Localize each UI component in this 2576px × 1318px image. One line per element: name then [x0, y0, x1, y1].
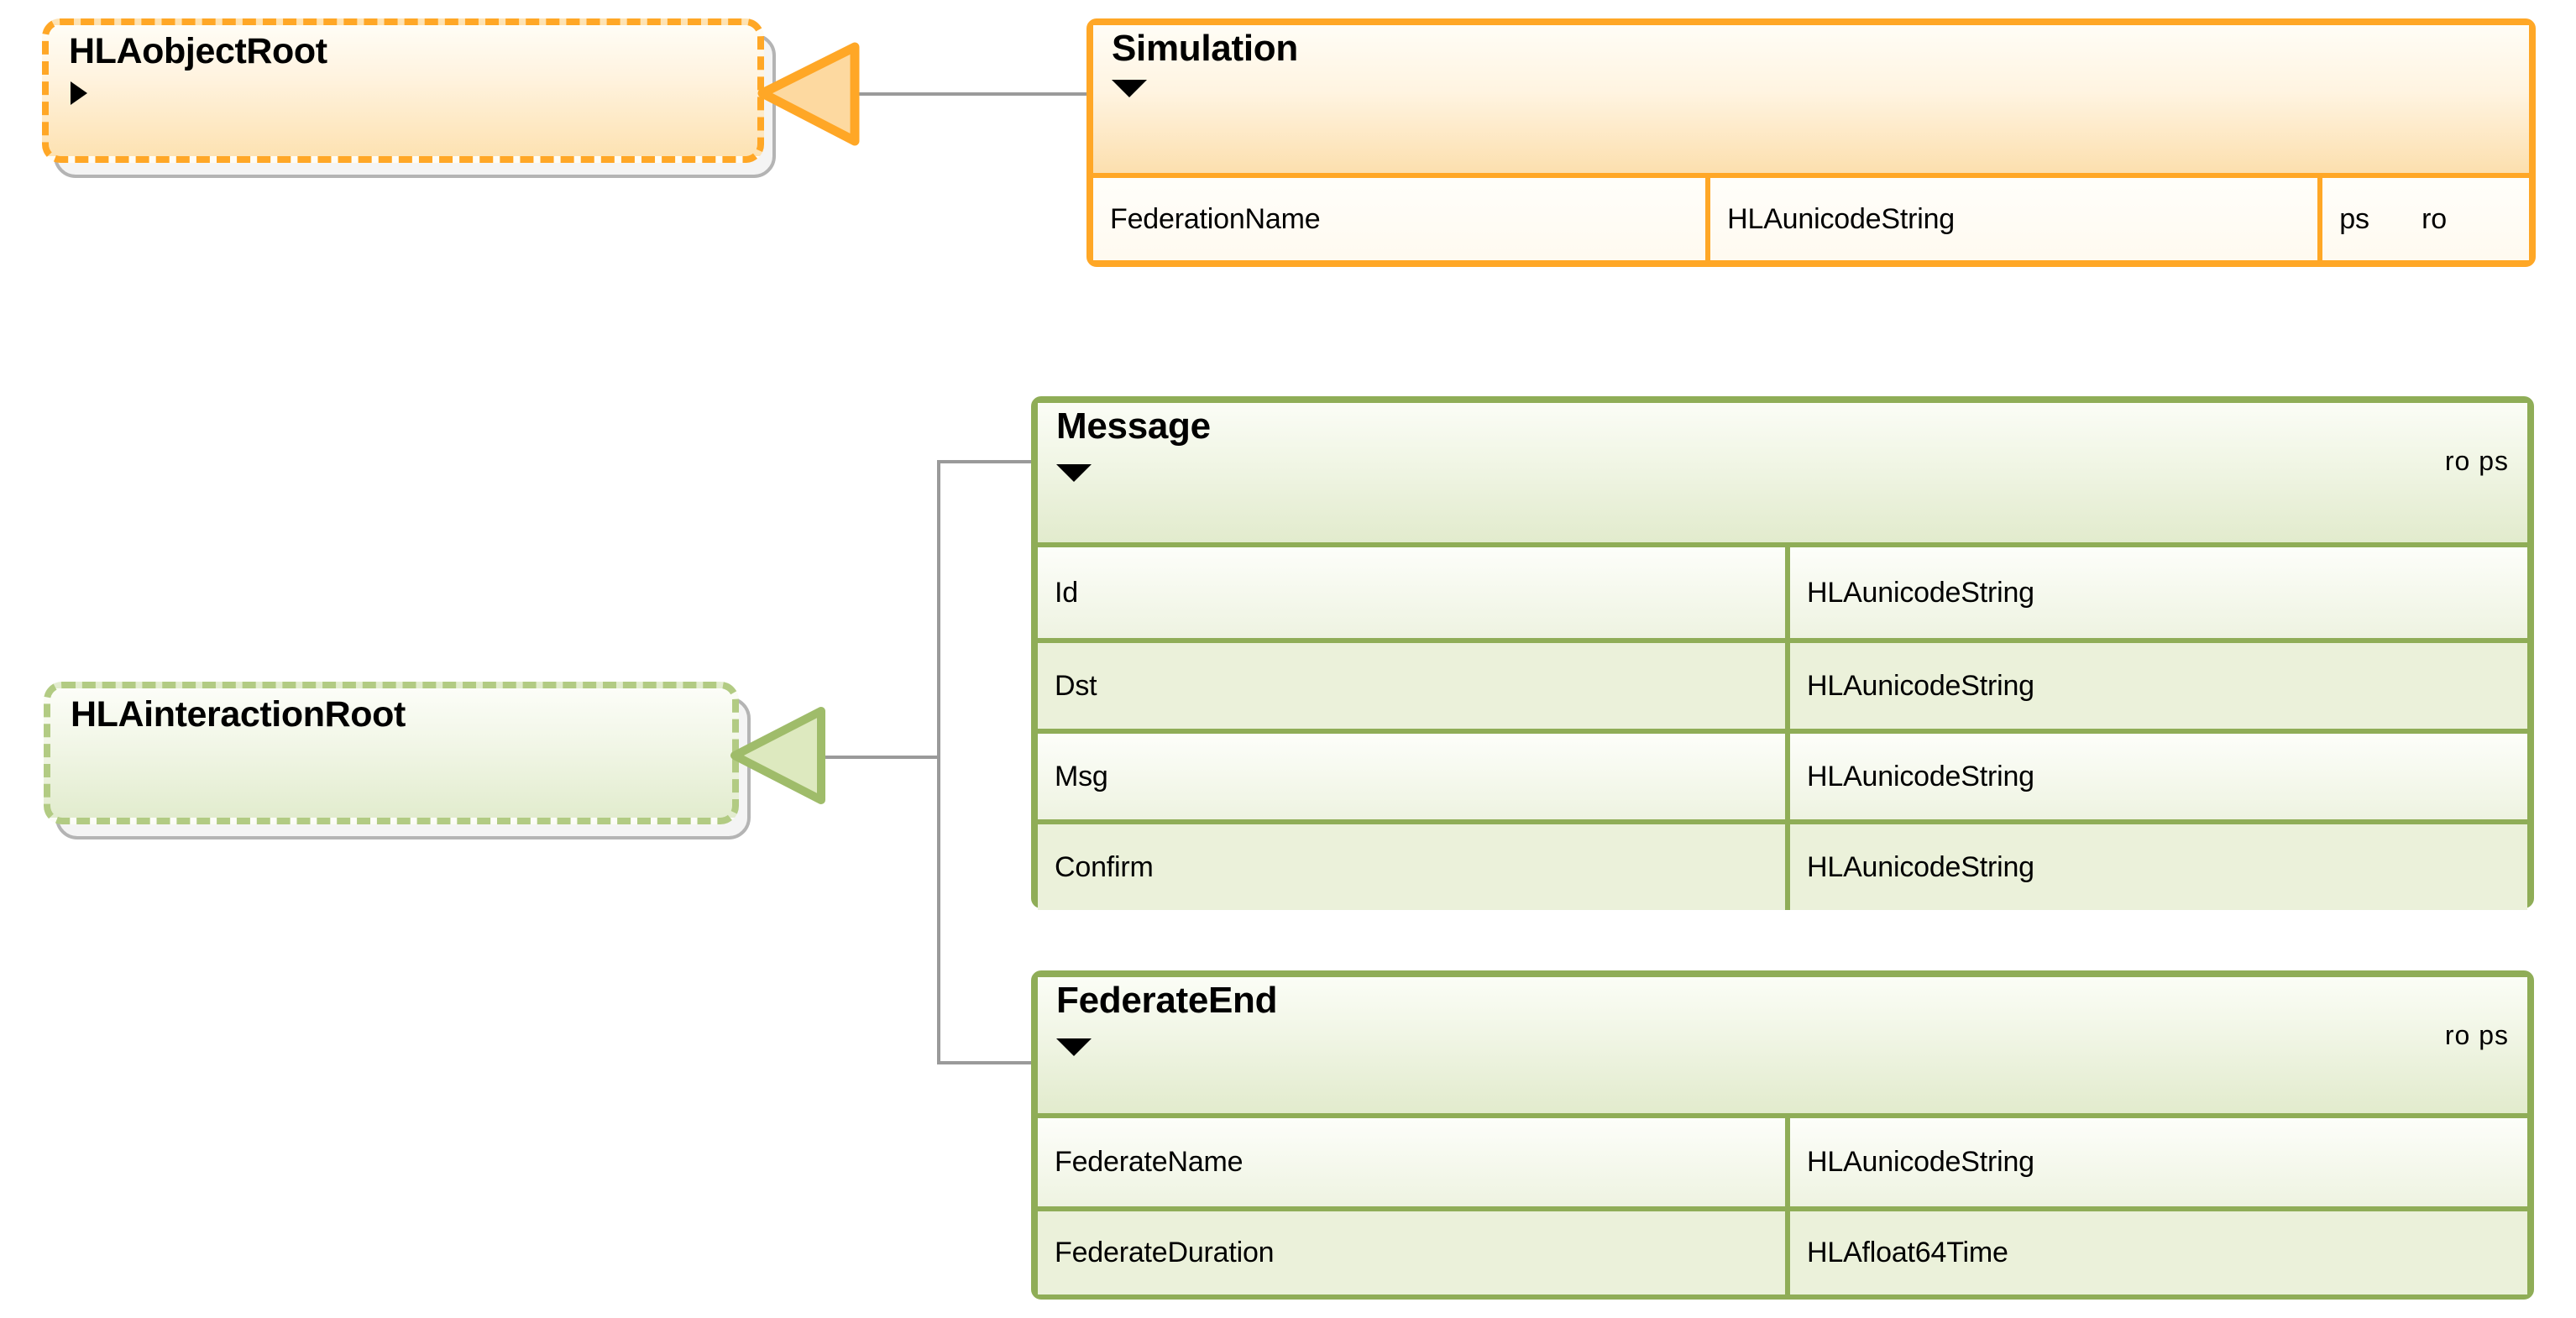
node-hlaobjectroot[interactable]: HLAobjectRoot — [42, 18, 776, 178]
parameter-name-cell: Id — [1055, 576, 1078, 609]
parameter-datatype-cell: HLAfloat64Time — [1785, 1211, 2527, 1294]
parameter-name-cell: Dst — [1055, 669, 1097, 702]
table-row[interactable]: Msg HLAunicodeString — [1038, 729, 2527, 819]
node-body: HLAinteractionRoot — [44, 682, 739, 824]
parameter-name-cell: Confirm — [1055, 850, 1154, 883]
table-row[interactable]: Id HLAunicodeString — [1038, 547, 2527, 638]
generalization-branch-federateend — [937, 1061, 1097, 1064]
collapsed-triangle-right-icon[interactable] — [71, 81, 87, 105]
generalization-line-simulation — [850, 92, 1093, 96]
parameter-rows: Id HLAunicodeString Dst HLAunicodeString… — [1038, 547, 2527, 910]
node-title: HLAobjectRoot — [69, 31, 327, 71]
attribute-flag1-cell: ps — [2317, 178, 2422, 260]
parameter-name-cell: FederateDuration — [1055, 1237, 1275, 1268]
parameter-datatype-cell: HLAunicodeString — [1785, 1118, 2527, 1206]
node-title: HLAinteractionRoot — [71, 694, 406, 735]
parameter-datatype-cell: HLAunicodeString — [1785, 824, 2527, 910]
expanded-triangle-down-icon[interactable] — [1056, 1038, 1092, 1056]
expanded-triangle-down-icon[interactable] — [1112, 79, 1147, 97]
classifier-header: Simulation — [1093, 25, 2529, 178]
generalization-trunk-vertical — [937, 460, 940, 1064]
generalization-arrowhead-green — [729, 705, 830, 806]
table-row[interactable]: Confirm HLAunicodeString — [1038, 819, 2527, 910]
parameter-datatype-cell: HLAunicodeString — [1785, 734, 2527, 819]
generalization-arrowhead-orange — [756, 42, 865, 147]
generalization-branch-message — [937, 460, 1097, 463]
node-simulation[interactable]: Simulation FederationName HLAunicodeStri… — [1086, 18, 2537, 270]
parameter-datatype-cell: HLAunicodeString — [1785, 547, 2527, 638]
attribute-flag2-cell: ro — [2422, 202, 2447, 235]
node-message[interactable]: Message ro ps Id HLAunicodeString Dst HL… — [1031, 396, 2536, 912]
node-federateend[interactable]: FederateEnd ro ps FederateName HLAunicod… — [1031, 970, 2536, 1303]
table-row[interactable]: FederationName HLAunicodeString ps ro — [1093, 178, 2529, 260]
classifier-title: Message — [1056, 405, 1211, 447]
classifier-header: Message ro ps — [1038, 403, 2527, 547]
classifier-flags: ro ps — [2444, 445, 2509, 476]
attribute-datatype-cell: HLAunicodeString — [1705, 178, 2317, 260]
classifier-title: Simulation — [1112, 28, 1298, 69]
generalization-line-interaction-stub — [789, 756, 940, 759]
classifier-flags: ro ps — [2444, 1019, 2509, 1050]
table-row[interactable]: FederateDuration HLAfloat64Time — [1038, 1206, 2527, 1294]
attribute-name-cell: FederationName — [1110, 202, 1321, 235]
node-body: HLAobjectRoot — [42, 18, 764, 163]
parameter-rows: FederateName HLAunicodeString FederateDu… — [1038, 1118, 2527, 1294]
table-row[interactable]: FederateName HLAunicodeString — [1038, 1118, 2527, 1206]
attribute-rows: FederationName HLAunicodeString ps ro — [1093, 178, 2529, 260]
parameter-datatype-cell: HLAunicodeString — [1785, 643, 2527, 729]
parameter-name-cell: FederateName — [1055, 1146, 1243, 1178]
node-hlainteractionroot[interactable]: HLAinteractionRoot — [44, 682, 751, 839]
expanded-triangle-down-icon[interactable] — [1056, 463, 1092, 482]
classifier-title: FederateEnd — [1056, 980, 1278, 1021]
parameter-name-cell: Msg — [1055, 760, 1108, 792]
classifier-header: FederateEnd ro ps — [1038, 977, 2527, 1118]
table-row[interactable]: Dst HLAunicodeString — [1038, 638, 2527, 729]
